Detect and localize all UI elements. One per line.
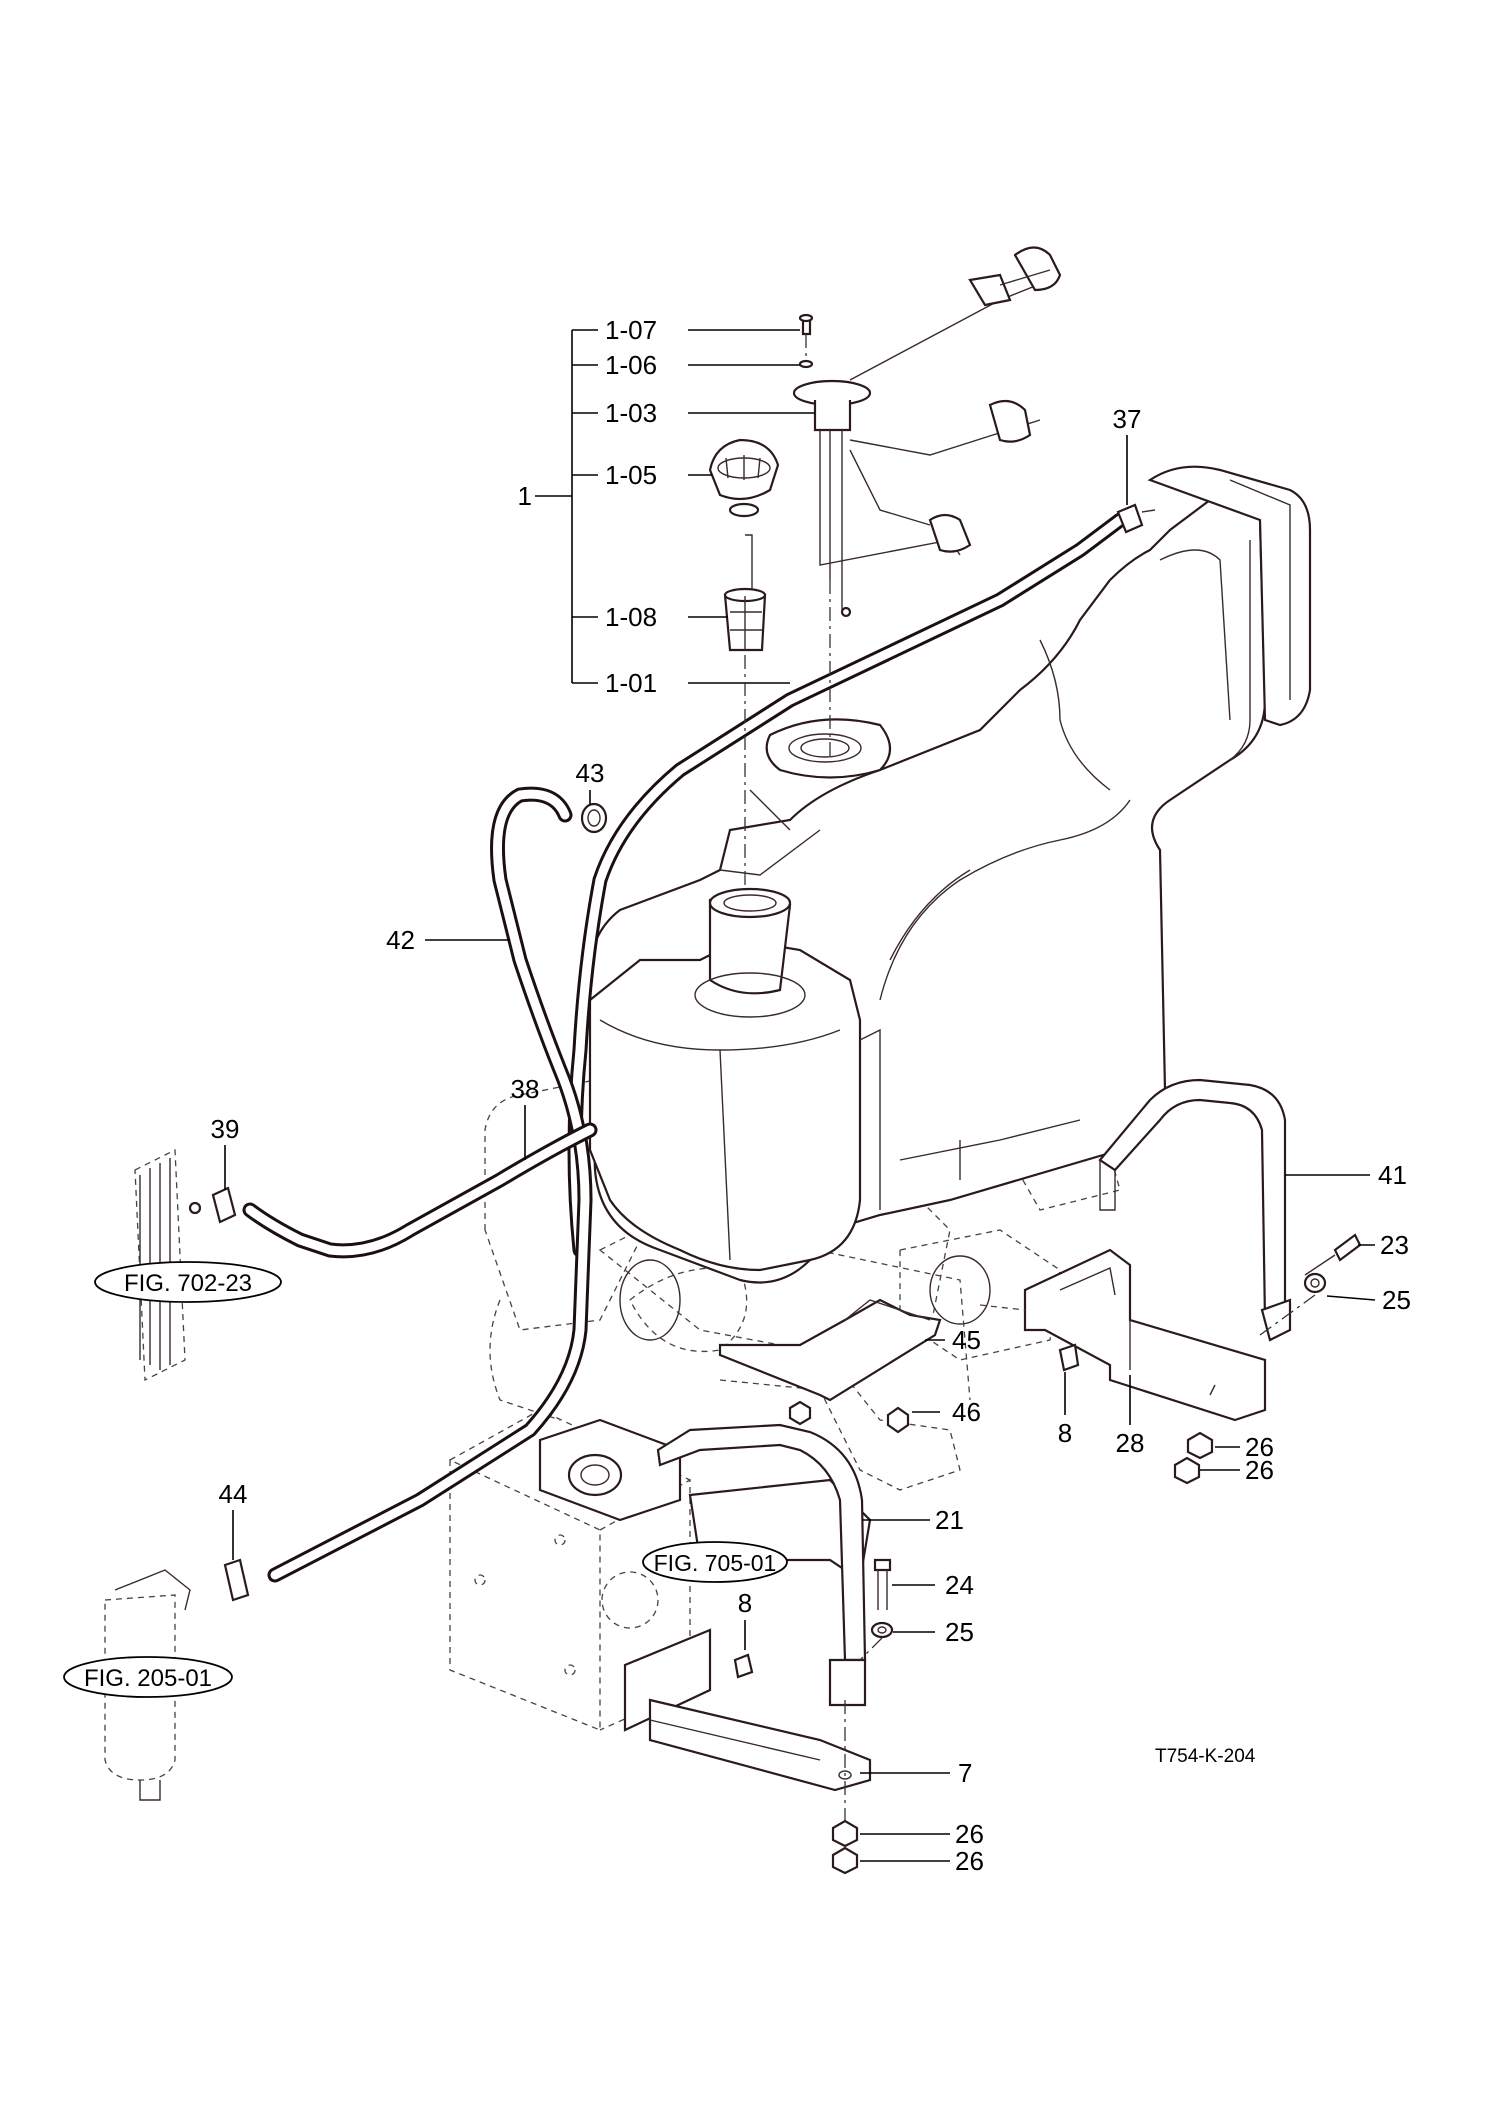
- washer-25-upper: [1303, 1272, 1327, 1294]
- callout-26-right-b: 26: [1245, 1455, 1274, 1485]
- filler-strainer: [723, 534, 767, 652]
- screw-and-washer: [798, 313, 814, 369]
- fig-ref-205-text: FIG. 205-01: [84, 1665, 212, 1692]
- callout-46: 46: [952, 1397, 981, 1427]
- bolt-46: [788, 1400, 910, 1434]
- leader-lines: [224, 329, 1376, 1862]
- washer-25-lower: [870, 1621, 894, 1639]
- fig-ref-702-text: FIG. 702-23: [124, 1270, 252, 1297]
- callout-26-right-a: 26: [1245, 1432, 1274, 1462]
- callout-1: 1: [518, 481, 532, 511]
- callout-42: 42: [386, 925, 415, 955]
- callout-21: 21: [935, 1505, 964, 1535]
- callout-38: 38: [511, 1074, 540, 1104]
- callout-25-upper: 25: [1382, 1285, 1411, 1315]
- engine-block-lower: [538, 1255, 991, 1582]
- figure-reference-205: FIG. 205-01: [63, 1656, 233, 1698]
- callout-43: 43: [576, 758, 605, 788]
- filler-cap: [708, 438, 780, 518]
- bolt-8-lower: [733, 1653, 754, 1679]
- callout-45: 45: [952, 1325, 981, 1355]
- callout-26-lower-b: 26: [955, 1846, 984, 1876]
- bracket-7: [623, 1628, 872, 1792]
- callout-labels: 1 1-07 1-06 1-03 1-05 1-08 1-01 37 43 42…: [211, 315, 1411, 1876]
- drawing-code: T754-K-204: [1155, 1746, 1256, 1767]
- callout-7: 7: [958, 1758, 972, 1788]
- callout-23: 23: [1380, 1230, 1409, 1260]
- callout-1-07: 1-07: [605, 315, 657, 345]
- fuel-tank: [586, 465, 1312, 1284]
- bolt-8-right: [1058, 1343, 1080, 1372]
- callout-44: 44: [219, 1479, 248, 1509]
- tank-strap-21: [656, 1423, 867, 1707]
- fuel-sender-unit: [792, 246, 1062, 618]
- callout-1-08: 1-08: [605, 602, 657, 632]
- filter-205-phantom: [104, 1558, 250, 1801]
- bracket-28: [1023, 1248, 1267, 1422]
- figure-reference-702: FIG. 702-23: [94, 1261, 282, 1303]
- tank-strap-41: [1098, 1078, 1292, 1342]
- nuts-26-right: [1173, 1431, 1214, 1485]
- fig-ref-705-text: FIG. 705-01: [654, 1550, 777, 1576]
- callout-26-lower-a: 26: [955, 1819, 984, 1849]
- callout-24: 24: [945, 1570, 974, 1600]
- callout-8-right: 8: [1058, 1418, 1072, 1448]
- fitting-37: [1116, 503, 1156, 534]
- callout-39: 39: [211, 1114, 240, 1144]
- callout-41: 41: [1378, 1160, 1407, 1190]
- bolt-24: [873, 1558, 892, 1610]
- callout-37: 37: [1113, 404, 1142, 434]
- callout-1-01: 1-01: [605, 668, 657, 698]
- callout-28: 28: [1116, 1428, 1145, 1458]
- cover-plate-45: [718, 1298, 942, 1402]
- callout-8-lower: 8: [738, 1588, 752, 1618]
- callout-1-03: 1-03: [605, 398, 657, 428]
- callout-1-05: 1-05: [605, 460, 657, 490]
- figure-reference-705: FIG. 705-01: [642, 1541, 788, 1583]
- callout-25-lower: 25: [945, 1617, 974, 1647]
- bolt-23: [1304, 1233, 1362, 1276]
- hoses: [242, 512, 1128, 1583]
- hose-clamp-43: [580, 802, 608, 834]
- nuts-26-lower: [831, 1819, 859, 1875]
- callout-1-06: 1-06: [605, 350, 657, 380]
